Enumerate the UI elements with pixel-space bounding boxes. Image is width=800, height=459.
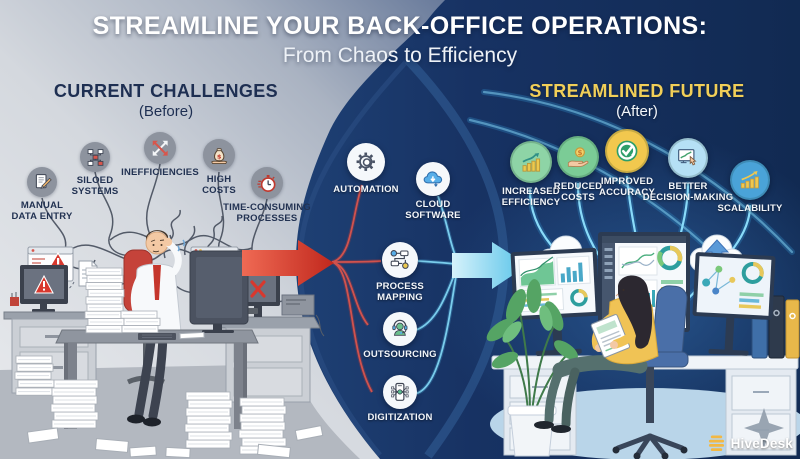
benefit-better-decision-making: BETTER DECISION-MAKING (613, 138, 763, 204)
benefit-scalability: SCALABILITY (695, 160, 800, 215)
challenge-label: MANUAL DATA ENTRY (11, 200, 73, 222)
coin-hand-icon: $ (557, 136, 599, 178)
benefit-reduced-costs: $ REDUCED COSTS (533, 136, 623, 204)
before-heading: CURRENT CHALLENGES (53, 81, 279, 101)
red-fan-lines (331, 184, 382, 393)
challenge-label: INEFFICIENCIES (121, 167, 199, 178)
organized-worker (534, 275, 689, 459)
solution-label: DIGITIZATION (367, 412, 433, 423)
benefit-label: SCALABILITY (717, 203, 783, 214)
solution-process-mapping: PROCESS MAPPING (355, 242, 445, 304)
after-section-header: STREAMLINED FUTURE (After) (507, 81, 767, 120)
phone-network-icon (383, 375, 417, 409)
bar-chart-growth-icon (510, 141, 552, 183)
title-text: STREAMLINE YOUR BACK-OFFICE OPERATIONS: (92, 12, 708, 40)
sparkle (744, 408, 784, 448)
solution-outsourcing: OUTSOURCING (340, 312, 460, 361)
cyan-arrow (452, 242, 528, 289)
growth-arrow-icon (730, 160, 770, 200)
solution-cloud-software: CLOUD SOFTWARE (383, 162, 483, 222)
challenge-label: SILOED SYSTEMS (71, 175, 119, 197)
solution-label: OUTSOURCING (363, 349, 437, 360)
svg-text:$: $ (577, 148, 582, 157)
benefit-label: BETTER DECISION-MAKING (642, 181, 734, 203)
brand-name: HiveDesk (730, 436, 793, 451)
benefit-label: INCREASED EFFICIENCY (501, 186, 561, 208)
solution-label: AUTOMATION (333, 184, 399, 195)
money-bag-icon: $ (203, 139, 235, 171)
after-heading: STREAMLINED FUTURE (529, 81, 745, 101)
dashboard-monitor-right (692, 252, 776, 356)
challenge-manual-data-entry: MANUAL DATA ENTRY (2, 167, 82, 223)
support-agent-icon (383, 312, 417, 346)
main-desk (55, 250, 259, 429)
after-subheading: (After) (616, 103, 658, 120)
challenge-label: HIGH COSTS (202, 174, 236, 196)
chart-pointer-icon (668, 138, 708, 178)
brand-logo: HiveDesk (707, 435, 793, 452)
gear-magnifier-icon (347, 143, 385, 181)
page-title: STREAMLINE YOUR BACK-OFFICE OPERATIONS: … (40, 12, 760, 68)
stopwatch-icon (251, 167, 283, 199)
solution-digitization: DIGITIZATION (345, 375, 455, 424)
benefit-improved-accuracy: IMPROVED ACCURACY (572, 129, 682, 199)
error-x-icon (250, 280, 266, 298)
challenge-inefficiencies: INEFFICIENCIES (105, 132, 215, 179)
before-section-header: CURRENT CHALLENGES (Before) (36, 81, 296, 120)
challenge-label: TIME-CONSUMING PROCESSES (223, 202, 311, 224)
cloud-download-icon (416, 162, 450, 196)
solution-label: CLOUD SOFTWARE (405, 199, 461, 221)
red-arrow (242, 240, 334, 286)
challenge-time-consuming: TIME-CONSUMING PROCESSES (207, 167, 327, 225)
org-chart-icon (80, 142, 110, 172)
solution-automation: AUTOMATION (311, 143, 421, 196)
svg-text:$: $ (217, 152, 222, 160)
scattered-papers (26, 425, 324, 459)
challenge-siloed-systems: SILOED SYSTEMS (55, 142, 135, 198)
benefit-increased-efficiency: INCREASED EFFICIENCY (481, 141, 581, 209)
before-subheading: (Before) (138, 103, 194, 120)
hive-bars-icon (708, 435, 724, 452)
challenge-high-costs: $ HIGH COSTS (189, 139, 249, 197)
benefit-label: REDUCED COSTS (553, 181, 603, 203)
flowchart-icon (382, 242, 418, 278)
crossed-arrows-icon (144, 132, 176, 164)
benefit-label: IMPROVED ACCURACY (599, 176, 655, 198)
subtitle-text: From Chaos to Efficiency (282, 44, 518, 67)
solution-label: PROCESS MAPPING (376, 281, 424, 303)
check-target-icon (605, 129, 649, 173)
document-pencil-icon (27, 167, 57, 197)
plant (486, 279, 578, 457)
